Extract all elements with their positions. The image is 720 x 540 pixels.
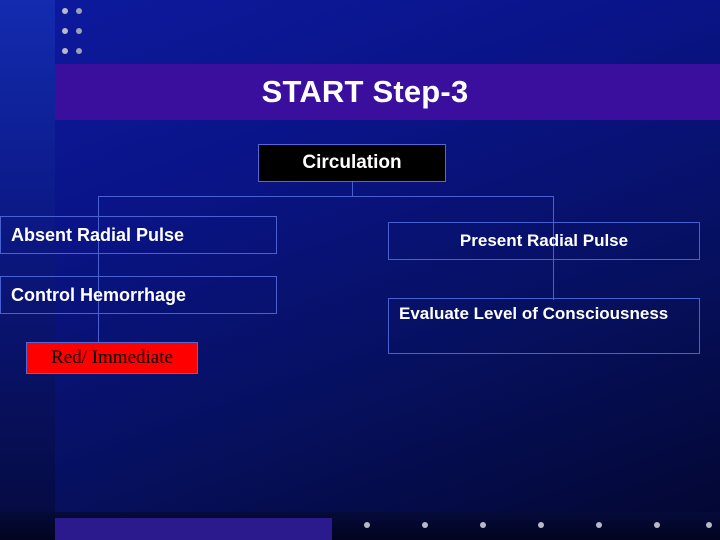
decor-dot-icon <box>706 522 712 528</box>
node-absent-radial-pulse-label: Absent Radial Pulse <box>11 224 185 245</box>
node-circulation[interactable]: Circulation <box>258 144 446 182</box>
node-present-radial-pulse[interactable]: Present Radial Pulse <box>388 222 700 260</box>
node-evaluate-consciousness[interactable]: Evaluate Level of Consciousness <box>388 298 700 354</box>
connector-right-vertical <box>553 196 554 300</box>
decor-dot-icon <box>76 28 82 34</box>
node-control-hemorrhage-label: Control Hemorrhage <box>11 284 187 305</box>
node-red-immediate[interactable]: Red/ Immediate <box>26 342 198 374</box>
decor-dot-icon <box>654 522 660 528</box>
left-background-strip <box>0 0 55 540</box>
title-band <box>55 64 720 120</box>
node-red-immediate-label: Red/ Immediate <box>51 347 173 368</box>
decor-dot-icon <box>62 48 68 54</box>
decor-dot-icon <box>62 8 68 14</box>
decor-dot-icon <box>76 48 82 54</box>
connector-root-down <box>352 182 353 196</box>
bottom-accent-bar <box>55 518 332 540</box>
decor-dot-icon <box>76 8 82 14</box>
decor-dot-icon <box>596 522 602 528</box>
decor-dot-icon <box>62 28 68 34</box>
node-control-hemorrhage[interactable]: Control Hemorrhage <box>0 276 277 314</box>
page-title: START Step-3 <box>261 74 469 109</box>
decor-dot-icon <box>480 522 486 528</box>
decor-dot-icon <box>538 522 544 528</box>
node-absent-radial-pulse[interactable]: Absent Radial Pulse <box>0 216 277 254</box>
decor-dot-icon <box>364 522 370 528</box>
node-circulation-label: Circulation <box>302 152 402 173</box>
decor-dot-icon <box>422 522 428 528</box>
node-present-radial-pulse-label: Present Radial Pulse <box>459 231 629 250</box>
node-evaluate-consciousness-label: Evaluate Level of Consciousness <box>399 304 669 323</box>
connector-split-horizontal <box>98 196 553 197</box>
